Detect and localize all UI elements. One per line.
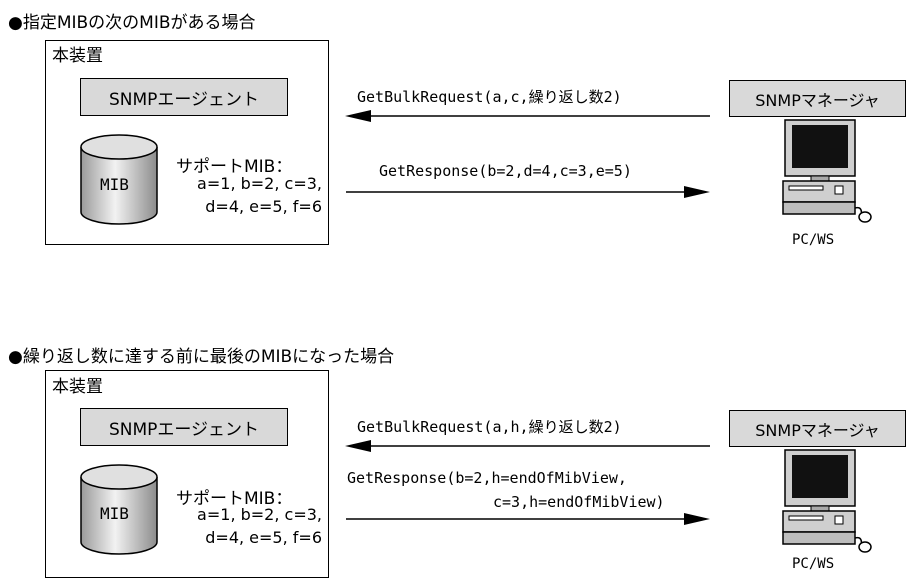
support-values-line: a=1, b=2, c=3, bbox=[197, 505, 322, 524]
pc-label: PC/WS bbox=[792, 232, 835, 248]
mib-label: MIB bbox=[100, 504, 129, 523]
device-label: 本装置 bbox=[52, 377, 103, 397]
snmp-manager-box: SNMPマネージャ bbox=[729, 80, 906, 117]
pc-workstation-icon bbox=[782, 119, 872, 223]
section-heading: ●指定MIBの次のMIBがある場合 bbox=[8, 13, 256, 33]
mib-label: MIB bbox=[100, 175, 129, 194]
response-arrow bbox=[346, 513, 710, 525]
mib-database-icon bbox=[80, 134, 158, 225]
snmp-agent-box: SNMPエージェント bbox=[80, 78, 288, 116]
snmp-manager-label: SNMPマネージャ bbox=[755, 420, 880, 440]
pc-workstation-icon bbox=[782, 449, 872, 553]
snmp-agent-label: SNMPエージェント bbox=[108, 89, 260, 110]
support-values-line: a=1, b=2, c=3, bbox=[197, 174, 322, 193]
support-mib-label: サポートMIB： bbox=[176, 157, 293, 177]
snmp-agent-box: SNMPエージェント bbox=[80, 408, 288, 446]
response-arrow bbox=[346, 186, 710, 198]
snmp-manager-label: SNMPマネージャ bbox=[755, 90, 880, 110]
support-mib-values: a=1, b=2, c=3, d=4, e=5, f=6 bbox=[197, 172, 322, 218]
support-mib-label: サポートMIB： bbox=[176, 489, 293, 509]
response-label: GetResponse(b=2,h=endOfMibView, bbox=[347, 469, 627, 487]
support-mib-values: a=1, b=2, c=3, d=4, e=5, f=6 bbox=[197, 503, 322, 549]
request-arrow bbox=[345, 110, 710, 122]
mib-database-icon bbox=[80, 464, 158, 555]
support-values-line: d=4, e=5, f=6 bbox=[205, 197, 322, 216]
snmp-manager-box: SNMPマネージャ bbox=[729, 410, 906, 447]
snmp-agent-label: SNMPエージェント bbox=[108, 419, 260, 440]
section-heading: ●繰り返し数に達する前に最後のMIBになった場合 bbox=[8, 347, 395, 367]
response-label-continued: c=3,h=endOfMibView) bbox=[493, 493, 665, 511]
support-values-line: d=4, e=5, f=6 bbox=[205, 528, 322, 547]
response-label: GetResponse(b=2,d=4,c=3,e=5) bbox=[379, 162, 632, 180]
device-label: 本装置 bbox=[52, 46, 103, 66]
request-arrow bbox=[345, 440, 710, 452]
request-label: GetBulkRequest(a,c,繰り返し数2) bbox=[357, 88, 622, 106]
request-label: GetBulkRequest(a,h,繰り返し数2) bbox=[357, 418, 622, 436]
pc-label: PC/WS bbox=[792, 556, 835, 572]
